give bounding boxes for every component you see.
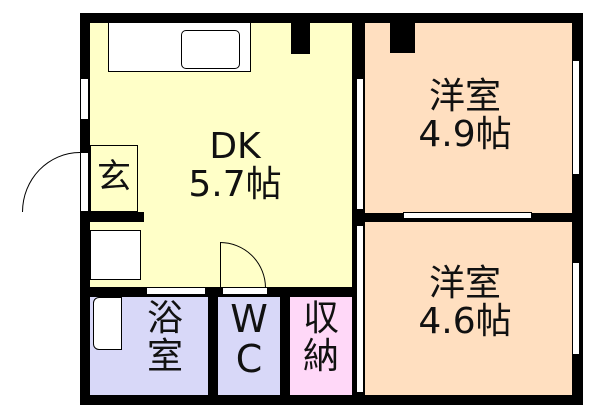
window-right-2 xyxy=(572,262,580,355)
pillar-2 xyxy=(390,23,415,53)
storage-label: 収納 xyxy=(290,300,352,376)
bath-line1: 浴 xyxy=(146,298,183,339)
storage-room xyxy=(290,297,352,395)
pillar xyxy=(291,23,310,54)
bath-door[interactable] xyxy=(146,287,206,295)
western-room-1 xyxy=(365,23,572,213)
wc-room xyxy=(218,297,280,395)
sliding-door-between-rooms[interactable] xyxy=(403,212,532,219)
storage-line2: 納 xyxy=(302,335,339,377)
western-room-2 xyxy=(365,222,572,395)
wc-line2: C xyxy=(235,336,263,381)
entrance-door-opening xyxy=(80,152,89,212)
western1-name: 洋室 xyxy=(428,76,501,117)
bath-line2: 室 xyxy=(146,335,183,377)
storage-line1: 収 xyxy=(302,298,339,339)
entrance-label: 玄 xyxy=(97,157,131,197)
bathtub xyxy=(93,297,122,350)
wc-door-leaf xyxy=(220,242,221,287)
closet-door-2[interactable] xyxy=(356,225,364,393)
kitchen-sink xyxy=(181,30,240,69)
shoe-box xyxy=(90,230,141,280)
window-left xyxy=(80,78,89,120)
western2-size: 4.6帖 xyxy=(418,300,512,342)
entrance-wall xyxy=(80,212,144,222)
bath-label: 浴室 xyxy=(125,300,205,376)
window-right-1 xyxy=(572,60,580,175)
western2-name: 洋室 xyxy=(428,263,501,304)
dk-name: DK xyxy=(209,126,261,167)
western1-size: 4.9帖 xyxy=(418,113,512,155)
entrance-area xyxy=(90,145,138,212)
dk-size: 5.7帖 xyxy=(188,163,282,205)
wc-door[interactable] xyxy=(222,287,268,295)
closet-door-1[interactable] xyxy=(356,78,364,210)
wc-line1: W xyxy=(230,297,268,341)
